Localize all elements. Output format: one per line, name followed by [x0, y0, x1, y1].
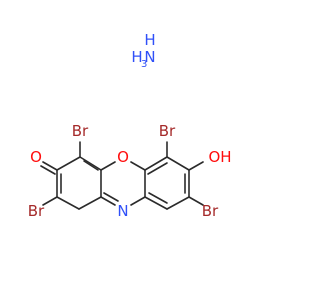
bond [103, 192, 119, 202]
bond [148, 192, 168, 204]
bond [166, 156, 190, 171]
ammonia-subscript: 3 [141, 59, 147, 70]
atom-labels: Br Br Br Br O O OH N [28, 122, 232, 220]
bond [144, 156, 168, 171]
bond [147, 162, 168, 175]
bond [40, 165, 56, 175]
bond [166, 196, 190, 210]
ammonia-h-left: H [131, 48, 142, 66]
ammonia-group: H N H 3 [131, 31, 155, 70]
ring-nitrogen: N [117, 202, 128, 220]
bond [56, 156, 81, 171]
bromine-top-right: Br [159, 122, 176, 140]
ammonia-h-top: H [144, 31, 155, 49]
bromine-bottom-right: Br [202, 202, 219, 220]
bond [42, 161, 58, 171]
bromine-top-left: Br [72, 122, 89, 140]
bond [79, 156, 102, 171]
bond [100, 196, 116, 206]
bond [100, 161, 116, 171]
bond [130, 196, 146, 206]
bond [130, 161, 146, 171]
molecule-drawing: H N H 3 [28, 31, 232, 220]
ammonia-n: N [144, 48, 155, 66]
structure-canvas: H N H 3 [27, 31, 232, 220]
bond [144, 196, 168, 210]
bond [42, 196, 58, 206]
bond [188, 196, 204, 206]
ketone-oxygen: O [30, 148, 42, 166]
bromine-bottom-left: Br [28, 202, 45, 220]
bonds [40, 141, 204, 210]
bond [188, 161, 204, 171]
bond [83, 160, 99, 171]
bond [78, 196, 102, 210]
hydroxyl-group: OH [208, 148, 231, 166]
bond [56, 196, 80, 210]
ring-oxygen: O [117, 148, 129, 166]
